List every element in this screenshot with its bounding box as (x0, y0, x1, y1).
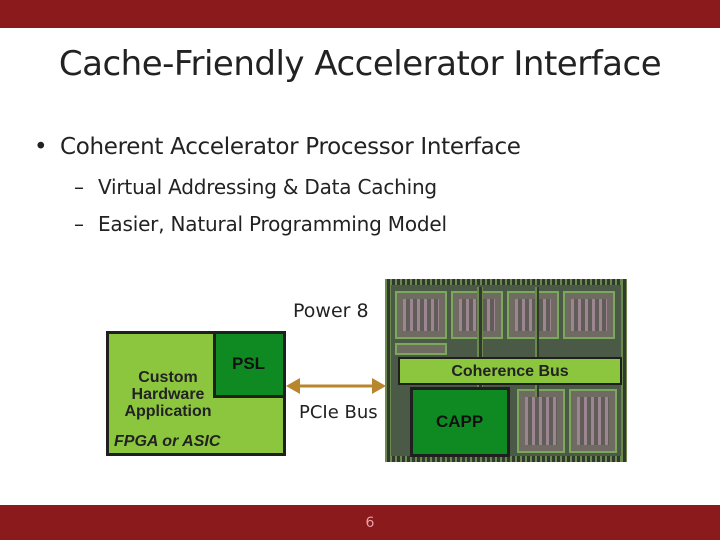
coherence-bus-block: Coherence Bus (398, 357, 622, 385)
main-bullet: •Coherent Accelerator Processor Interfac… (34, 134, 521, 160)
slide-title: Cache-Friendly Accelerator Interface (0, 44, 720, 84)
pcie-arrow (286, 377, 386, 395)
capp-block: CAPP (410, 387, 510, 457)
accelerator-line: Custom (113, 369, 223, 386)
psl-block: PSL (213, 331, 286, 398)
sub-bullet-2: –Easier, Natural Programming Model (74, 212, 447, 236)
top-header-bar (0, 0, 720, 28)
sub-bullet-marker: – (74, 212, 98, 236)
accelerator-line: Application (113, 403, 223, 420)
psl-label: PSL (232, 354, 265, 374)
fpga-asic-label: FPGA or ASIC (114, 433, 220, 451)
pcie-bus-label: PCIe Bus (296, 401, 381, 424)
main-bullet-text: Coherent Accelerator Processor Interface (60, 134, 521, 160)
sub-bullet-1: –Virtual Addressing & Data Caching (74, 175, 437, 199)
accelerator-line: Hardware (113, 386, 223, 403)
coherence-bus-label: Coherence Bus (400, 363, 620, 381)
page-number: 6 (360, 515, 380, 531)
sub-bullet-marker: – (74, 175, 98, 199)
sub-bullet-text: Easier, Natural Programming Model (98, 212, 447, 236)
power8-label: Power 8 (289, 299, 373, 323)
capp-label: CAPP (436, 412, 483, 432)
bullet-marker: • (34, 134, 60, 160)
sub-bullet-text: Virtual Addressing & Data Caching (98, 175, 437, 199)
accelerator-label: Custom Hardware Application (113, 369, 223, 420)
